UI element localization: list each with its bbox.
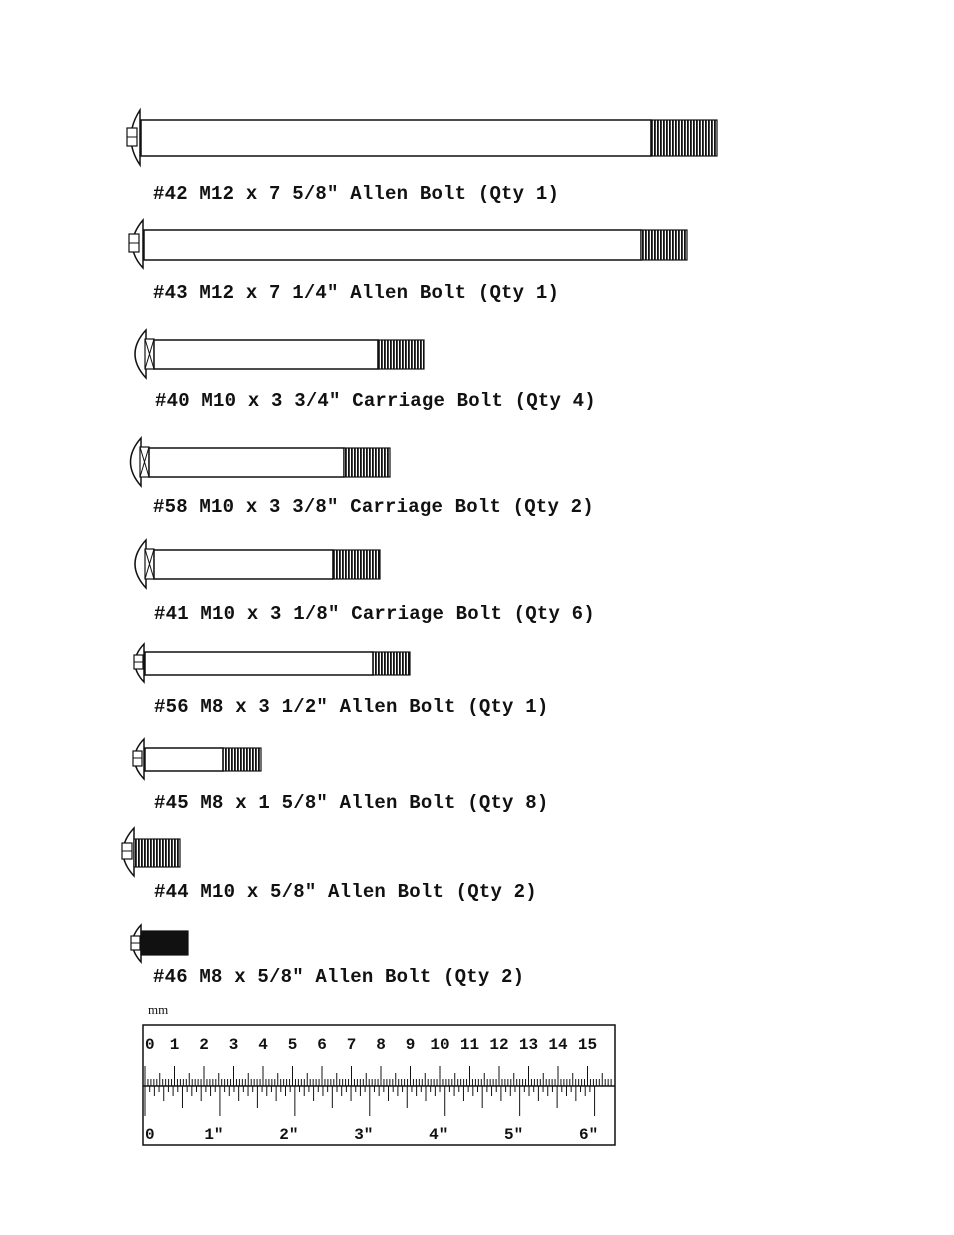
inch-tick-marks (144, 1086, 596, 1116)
part-label-58: #58 M10 x 3 3/8" Carriage Bolt (Qty 2) (153, 496, 594, 518)
cm-label: 12 (489, 1036, 508, 1054)
ruler-mm-unit: mm (148, 1002, 169, 1017)
inch-scale-labels: 0 1" 2" 3" 4" 5" 6" (145, 1126, 598, 1144)
inch-label: 6" (579, 1126, 598, 1144)
cm-label: 6 (317, 1036, 327, 1054)
part-label-42: #42 M12 x 7 5/8" Allen Bolt (Qty 1) (153, 183, 560, 205)
part-label-46: #46 M8 x 5/8" Allen Bolt (Qty 2) (153, 966, 525, 988)
part-label-40: #40 M10 x 3 3/4" Carriage Bolt (Qty 4) (155, 390, 596, 412)
cm-label: 4 (258, 1036, 268, 1054)
inch-label: 2" (279, 1126, 298, 1144)
cm-label: 7 (347, 1036, 357, 1054)
bolt-43-illustration (128, 217, 688, 270)
cm-label: 14 (548, 1036, 568, 1054)
cm-label: 1 (170, 1036, 180, 1054)
bolt-42-illustration (126, 107, 718, 168)
part-label-56: #56 M8 x 3 1/2" Allen Bolt (Qty 1) (154, 696, 549, 718)
bolt-40-illustration (134, 328, 425, 380)
cm-label: 11 (460, 1036, 479, 1054)
cm-label: 13 (519, 1036, 538, 1054)
bolt-56-illustration (133, 642, 411, 684)
inch-label: 5" (504, 1126, 523, 1144)
bolt-46-illustration (130, 923, 189, 964)
bolt-44-illustration (121, 826, 181, 878)
part-label-44: #44 M10 x 5/8" Allen Bolt (Qty 2) (154, 881, 537, 903)
bolt-45-illustration (132, 737, 262, 781)
inch-label: 3" (354, 1126, 373, 1144)
part-label-45: #45 M8 x 1 5/8" Allen Bolt (Qty 8) (154, 792, 549, 814)
cm-label: 8 (376, 1036, 386, 1054)
cm-label: 5 (288, 1036, 298, 1054)
cm-label: 9 (406, 1036, 416, 1054)
inch-label: 0 (145, 1126, 155, 1144)
cm-label: 15 (578, 1036, 597, 1054)
mm-tick-marks (144, 1066, 612, 1086)
bolt-41-illustration (134, 538, 381, 590)
part-label-43: #43 M12 x 7 1/4" Allen Bolt (Qty 1) (153, 282, 560, 304)
inch-label: 4" (429, 1126, 448, 1144)
cm-label: 10 (430, 1036, 449, 1054)
cm-label: 3 (229, 1036, 239, 1054)
cm-label: 0 (145, 1036, 155, 1054)
bolt-drawings (121, 107, 718, 964)
part-label-41: #41 M10 x 3 1/8" Carriage Bolt (Qty 6) (154, 603, 595, 625)
cm-label: 2 (199, 1036, 209, 1054)
bolt-58-illustration (129, 436, 391, 488)
inch-label: 1" (204, 1126, 223, 1144)
